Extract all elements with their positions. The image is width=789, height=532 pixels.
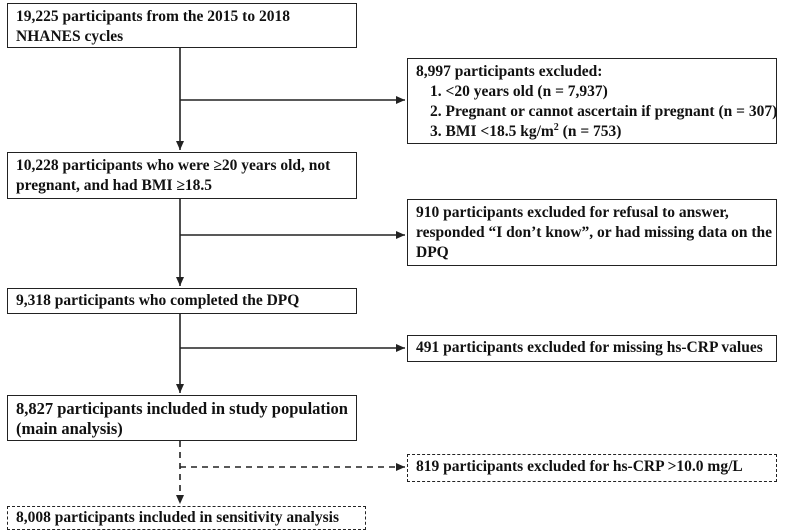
exclusion-box-1: 8,997 participants excluded: 1. <20 year…: [407, 58, 777, 144]
start-line-2: NHANES cycles: [16, 28, 124, 45]
main-analysis-line-1: 8,827 participants included in study pop…: [16, 399, 348, 418]
start-box: 19,225 participants from the 2015 to 201…: [7, 3, 357, 48]
exclusion-2-line-1: 910 participants excluded for refusal to…: [416, 204, 729, 221]
sensitivity-text: 8,008 participants included in sensitivi…: [16, 509, 339, 526]
main-analysis-box: 8,827 participants included in study pop…: [7, 395, 357, 441]
completed-dpq-box: 9,318 participants who completed the DPQ: [7, 288, 357, 314]
exclusion-1-item-3-prefix: 3. BMI <18.5 kg/m: [430, 123, 554, 140]
exclusion-1-item-2: 2. Pregnant or cannot ascertain if pregn…: [430, 103, 778, 120]
completed-dpq-text: 9,318 participants who completed the DPQ: [16, 292, 300, 309]
exclusion-1-item-3: 3. BMI <18.5 kg/m2 (n = 753): [416, 122, 768, 142]
exclusion-2-line-2: responded “I don’t know”, or had missing…: [416, 224, 773, 241]
eligible-line-1: 10,228 participants who were ≥20 years o…: [16, 157, 331, 174]
exclusion-box-3: 491 participants excluded for missing hs…: [407, 335, 777, 362]
exclusion-3-text: 491 participants excluded for missing hs…: [416, 339, 763, 356]
exclusion-box-2: 910 participants excluded for refusal to…: [407, 199, 777, 266]
main-analysis-line-2: (main analysis): [16, 419, 123, 438]
start-line-1: 19,225 participants from the 2015 to 201…: [16, 8, 290, 25]
exclusion-1-title: 8,997 participants excluded:: [416, 63, 603, 80]
eligible-box: 10,228 participants who were ≥20 years o…: [7, 152, 357, 199]
exclusion-box-4: 819 participants excluded for hs-CRP >10…: [407, 454, 777, 482]
exclusion-4-text: 819 participants excluded for hs-CRP >10…: [416, 458, 743, 475]
eligible-line-2: pregnant, and had BMI ≥18.5: [16, 177, 212, 194]
exclusion-1-item-1: 1. <20 years old (n = 7,937): [430, 83, 608, 100]
exclusion-1-item-3-sup: 2: [553, 121, 559, 133]
exclusion-2-line-3: DPQ: [416, 244, 449, 261]
exclusion-1-item-3-suffix: (n = 753): [558, 123, 622, 140]
sensitivity-box: 8,008 participants included in sensitivi…: [7, 506, 366, 530]
